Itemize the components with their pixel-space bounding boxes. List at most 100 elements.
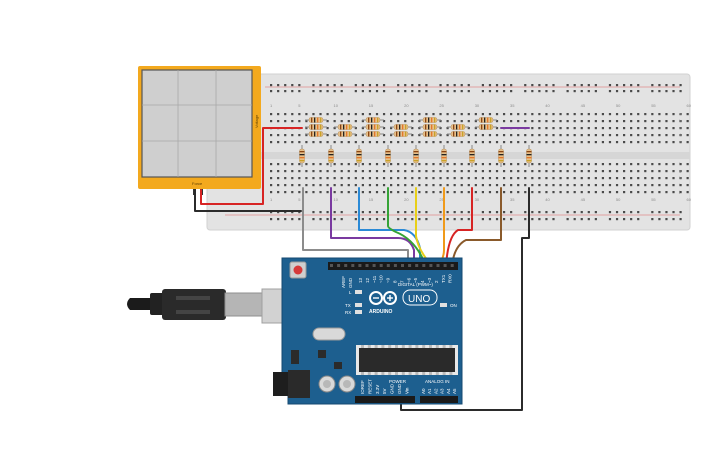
wire-purple (330, 187, 415, 267)
arduino-model: UNO (408, 294, 430, 305)
resistor-icon[interactable] (299, 145, 305, 167)
resistor-icon[interactable] (362, 124, 384, 130)
column-number: 40 (545, 103, 550, 108)
wire-red-sensor (200, 127, 303, 205)
row-letter: g (679, 168, 681, 173)
digital-pin-label: TX1 (441, 274, 446, 283)
column-number: 15 (369, 197, 374, 202)
resistor-icon[interactable] (305, 131, 327, 137)
resistor-icon[interactable] (419, 117, 441, 123)
power-jack-icon[interactable] (273, 370, 310, 398)
digital-pin-label: ~3 (427, 277, 432, 283)
tx-label: TX (345, 303, 351, 308)
usb-cable-icon[interactable] (127, 288, 309, 324)
resistor-icon[interactable] (356, 145, 362, 167)
digital-pin-label: RX0 (448, 274, 453, 283)
power-pin-label: 5V (382, 388, 387, 394)
sensor-side-label: Voltage (254, 114, 259, 128)
digital-pin-label: ~5 (413, 277, 418, 283)
resistor-icon[interactable] (413, 145, 419, 167)
wire-black-sensor (194, 189, 302, 212)
resistor-icon[interactable] (526, 145, 532, 167)
column-number: 10 (334, 103, 339, 108)
digital-pin-label: 7 (399, 280, 404, 283)
analog-pin-label: A0 (421, 388, 426, 394)
analog-pin-label: A3 (440, 388, 445, 394)
wire-black-gnd (400, 187, 530, 411)
aref-label: AREF (341, 276, 346, 288)
resistor-icon[interactable] (390, 131, 412, 137)
digital-pin-label: 4 (420, 280, 425, 283)
column-number: 1 (270, 103, 273, 108)
column-number: 35 (510, 103, 515, 108)
column-number: 5 (298, 197, 301, 202)
power-pin-label: GND (390, 383, 395, 394)
row-letter: e (679, 139, 682, 144)
column-number: 10 (334, 197, 339, 202)
resistor-icon[interactable] (328, 145, 334, 167)
row-letter: d (679, 132, 681, 137)
resistor-icon[interactable] (419, 131, 441, 137)
resistor-icon[interactable] (334, 131, 356, 137)
resistor-icon[interactable] (419, 124, 441, 130)
row-letter: j (678, 189, 680, 194)
resistor-icon[interactable] (441, 145, 447, 167)
column-number: 15 (369, 103, 374, 108)
digital-pin-label: 13 (358, 277, 363, 283)
digital-pin-label: 2 (434, 280, 439, 283)
column-number: 1 (270, 197, 273, 202)
microchip-icon (356, 345, 458, 375)
resistor-icon[interactable] (469, 145, 475, 167)
resistor-icon[interactable] (385, 145, 391, 167)
row-letter: b (679, 118, 682, 123)
analog-pin-label: A5 (452, 388, 457, 394)
resistor-row-horizontal[interactable] (305, 117, 497, 137)
row-letter: c (679, 125, 681, 130)
column-number: 20 (404, 197, 409, 202)
column-number: 25 (439, 197, 444, 202)
column-number: 55 (651, 197, 656, 202)
power-pin-label: IOREF (360, 380, 365, 394)
analog-header[interactable] (420, 396, 458, 403)
column-number: 45 (581, 197, 586, 202)
analog-pin-label: A2 (433, 388, 438, 394)
row-letter: h (679, 175, 681, 180)
row-letter: i (679, 182, 680, 187)
column-number: 40 (545, 197, 550, 202)
resistor-icon[interactable] (498, 145, 504, 167)
row-letter: a (679, 111, 682, 116)
power-pin-label: RESET (367, 379, 372, 394)
resistor-icon[interactable] (305, 117, 327, 123)
analog-pin-label: A4 (446, 388, 451, 394)
resistor-icon[interactable] (390, 124, 412, 130)
sensor-bottom-label: Force (192, 181, 203, 186)
force-sensor-icon[interactable]: Voltage Force (138, 66, 261, 195)
digital-pin-label: 12 (365, 277, 370, 283)
resistor-icon[interactable] (475, 124, 497, 130)
power-pin-label: GND (397, 383, 402, 394)
resistor-icon[interactable] (305, 124, 327, 130)
analog-label: ANALOG IN (425, 379, 450, 384)
column-number: 5 (298, 103, 301, 108)
resistor-row-vertical[interactable] (299, 145, 532, 167)
resistor-icon[interactable] (334, 124, 356, 130)
resistor-icon[interactable] (362, 117, 384, 123)
digital-pin-label: ~11 (372, 275, 377, 283)
wire-green (387, 187, 427, 267)
resistor-icon[interactable] (362, 131, 384, 137)
resistor-icon[interactable] (447, 124, 469, 130)
digital-header[interactable] (328, 262, 458, 270)
column-number: 55 (651, 103, 656, 108)
column-number: 45 (581, 103, 586, 108)
reset-button-icon[interactable] (289, 261, 307, 279)
resistor-icon[interactable] (475, 117, 497, 123)
power-header[interactable] (355, 396, 415, 403)
resistor-icon[interactable] (447, 131, 469, 137)
